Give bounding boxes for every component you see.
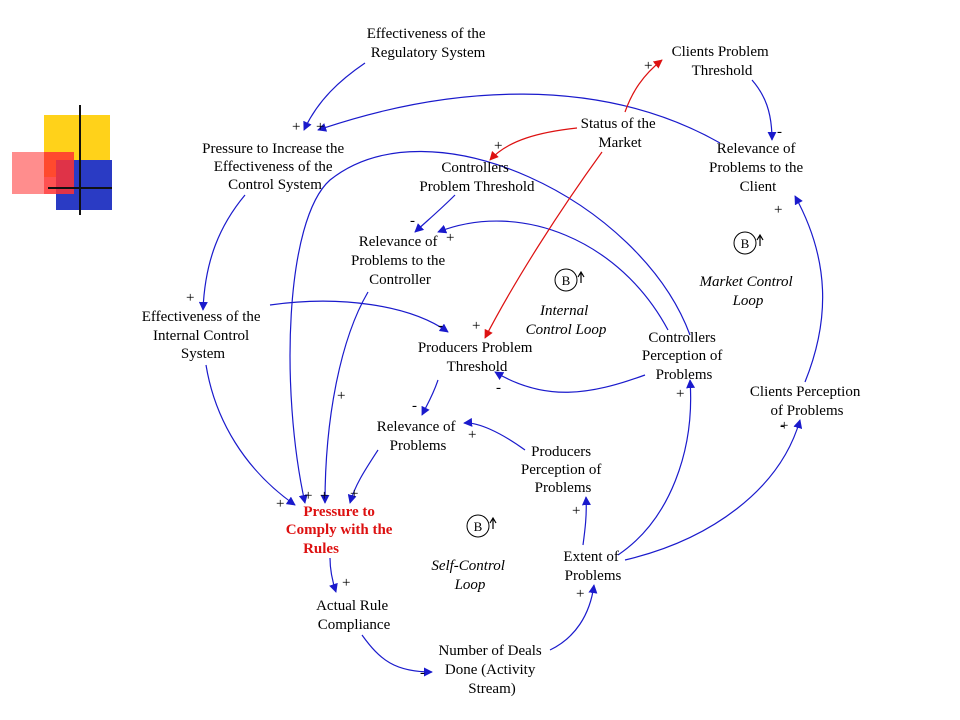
node-effectiveness-internal: Effectiveness of the Internal Control Sy… [142,309,265,362]
node-pressure-comply: Pressure to Comply with the Rules [286,504,396,557]
node-actual-compliance: Actual Rule Compliance [316,598,392,633]
polarity-sign: - [410,213,415,229]
polarity-sign: + [342,575,350,591]
node-extent-problems: Extent of Problems [563,549,622,584]
loop-label: Self-Control Loop [431,558,508,593]
link-internal-to-producers-threshold [269,300,449,333]
loop-label: Internal Control Loop [526,303,607,338]
node-clients-problem-threshold: Clients Problem Threshold [672,44,773,79]
node-controllers-problem-threshold: Controllers Problem Threshold [419,160,535,195]
node-clients-perception: Clients Perception of Problems [750,384,864,419]
node-status-market: Status of the Market [581,116,660,151]
polarity-sign: + [350,486,358,502]
loop-markers: B Market Control Loop B Internal Control… [431,231,797,593]
polarity-sign: - [496,380,501,396]
variable-nodes: Effectiveness of the Regulatory System C… [142,26,864,697]
causal-links [198,59,824,677]
link-relevance-client-to-pressure-increase [317,93,721,144]
market-control-loop: B Market Control Loop [699,231,797,309]
node-number-deals: Number of Deals Done (Activity Stream) [438,643,545,697]
link-market-to-producers-threshold [484,151,603,339]
loop-circle-icon [466,514,490,538]
link-extent-to-controllers-perception [617,379,696,556]
node-producers-problem-threshold: Producers Problem Threshold [418,340,536,375]
polarity-sign: + [468,427,476,443]
self-control-loop: B Self-Control Loop [431,514,508,593]
polarity-sign: - [780,418,785,434]
link-pressure-comply-to-compliance [329,557,338,593]
loop-arrow-icon [577,270,585,283]
loop-marker-letter: B [741,236,750,251]
polarity-sign: + [576,586,584,602]
polarity-sign: - [420,665,425,681]
link-producers-perception-to-relevance-problems [463,417,526,451]
link-controllers-threshold-to-relevance-controller [414,194,456,233]
link-extent-to-clients-perception [624,419,803,561]
polarity-sign: + [572,503,580,519]
polarity-signs: + + + - + - + + - + + - + - + + - + + + … [186,58,788,681]
polarity-sign: + [304,488,312,504]
polarity-sign: + [320,488,328,504]
polarity-sign: + [292,119,300,135]
polarity-sign: + [337,388,345,404]
node-pressure-increase: Pressure to Increase the Effectiveness o… [202,141,348,193]
link-regulatory-to-pressure-increase [303,62,366,131]
loop-label: Market Control Loop [699,274,797,309]
polarity-sign: + [774,202,782,218]
polarity-sign: + [446,230,454,246]
loop-arrow-icon [489,516,497,529]
polarity-sign: + [186,290,194,306]
polarity-sign: + [276,496,284,512]
polarity-sign: + [316,119,324,135]
link-deals-to-extent [549,584,598,651]
polarity-sign: - [777,124,782,140]
node-relevance-client: Relevance of Problems to the Client [709,141,807,195]
polarity-sign: + [644,58,652,74]
link-pressure-increase-to-internal [198,194,246,311]
internal-control-loop: B Internal Control Loop [526,268,607,338]
link-relevance-controller-to-pressure-comply [320,291,369,504]
node-controllers-perception: Controllers Perception of Problems [642,330,726,383]
link-producers-threshold-to-relevance-problems [421,379,439,416]
node-producers-perception: Producers Perception of Problems [521,444,605,496]
link-clients-threshold-to-relevance-client [751,79,777,141]
loop-marker-letter: B [474,519,483,534]
node-effectiveness-regulatory: Effectiveness of the Regulatory System [367,26,490,61]
polarity-sign: - [412,398,417,414]
loop-marker-letter: B [562,273,571,288]
loop-arrow-icon [756,233,764,246]
link-controllers-perception-to-relevance-controller [437,220,669,331]
link-internal-to-pressure-comply [205,364,296,506]
polarity-sign: + [494,138,502,154]
link-market-to-clients-threshold [624,59,663,113]
link-compliance-to-deals [361,634,433,677]
polarity-sign: - [438,318,443,334]
loop-circle-icon [554,268,578,292]
overlapping-squares-logo [12,105,112,215]
link-relevance-problems-to-pressure-comply [347,449,379,504]
polarity-sign: + [472,318,480,334]
polarity-sign: + [780,418,788,434]
node-relevance-controller: Relevance of Problems to the Controller [351,234,449,288]
loop-circle-icon [733,231,757,255]
link-market-to-controllers-threshold [489,127,578,161]
link-extent-to-producers-perception [581,496,591,546]
link-clients-perception-to-relevance-client [794,195,824,383]
link-producers-perception-to-pressure-comply [289,150,691,504]
polarity-sign: + [676,386,684,402]
link-controllers-perception-to-producers-threshold [494,371,646,393]
node-relevance-problems: Relevance of Problems [377,419,459,454]
